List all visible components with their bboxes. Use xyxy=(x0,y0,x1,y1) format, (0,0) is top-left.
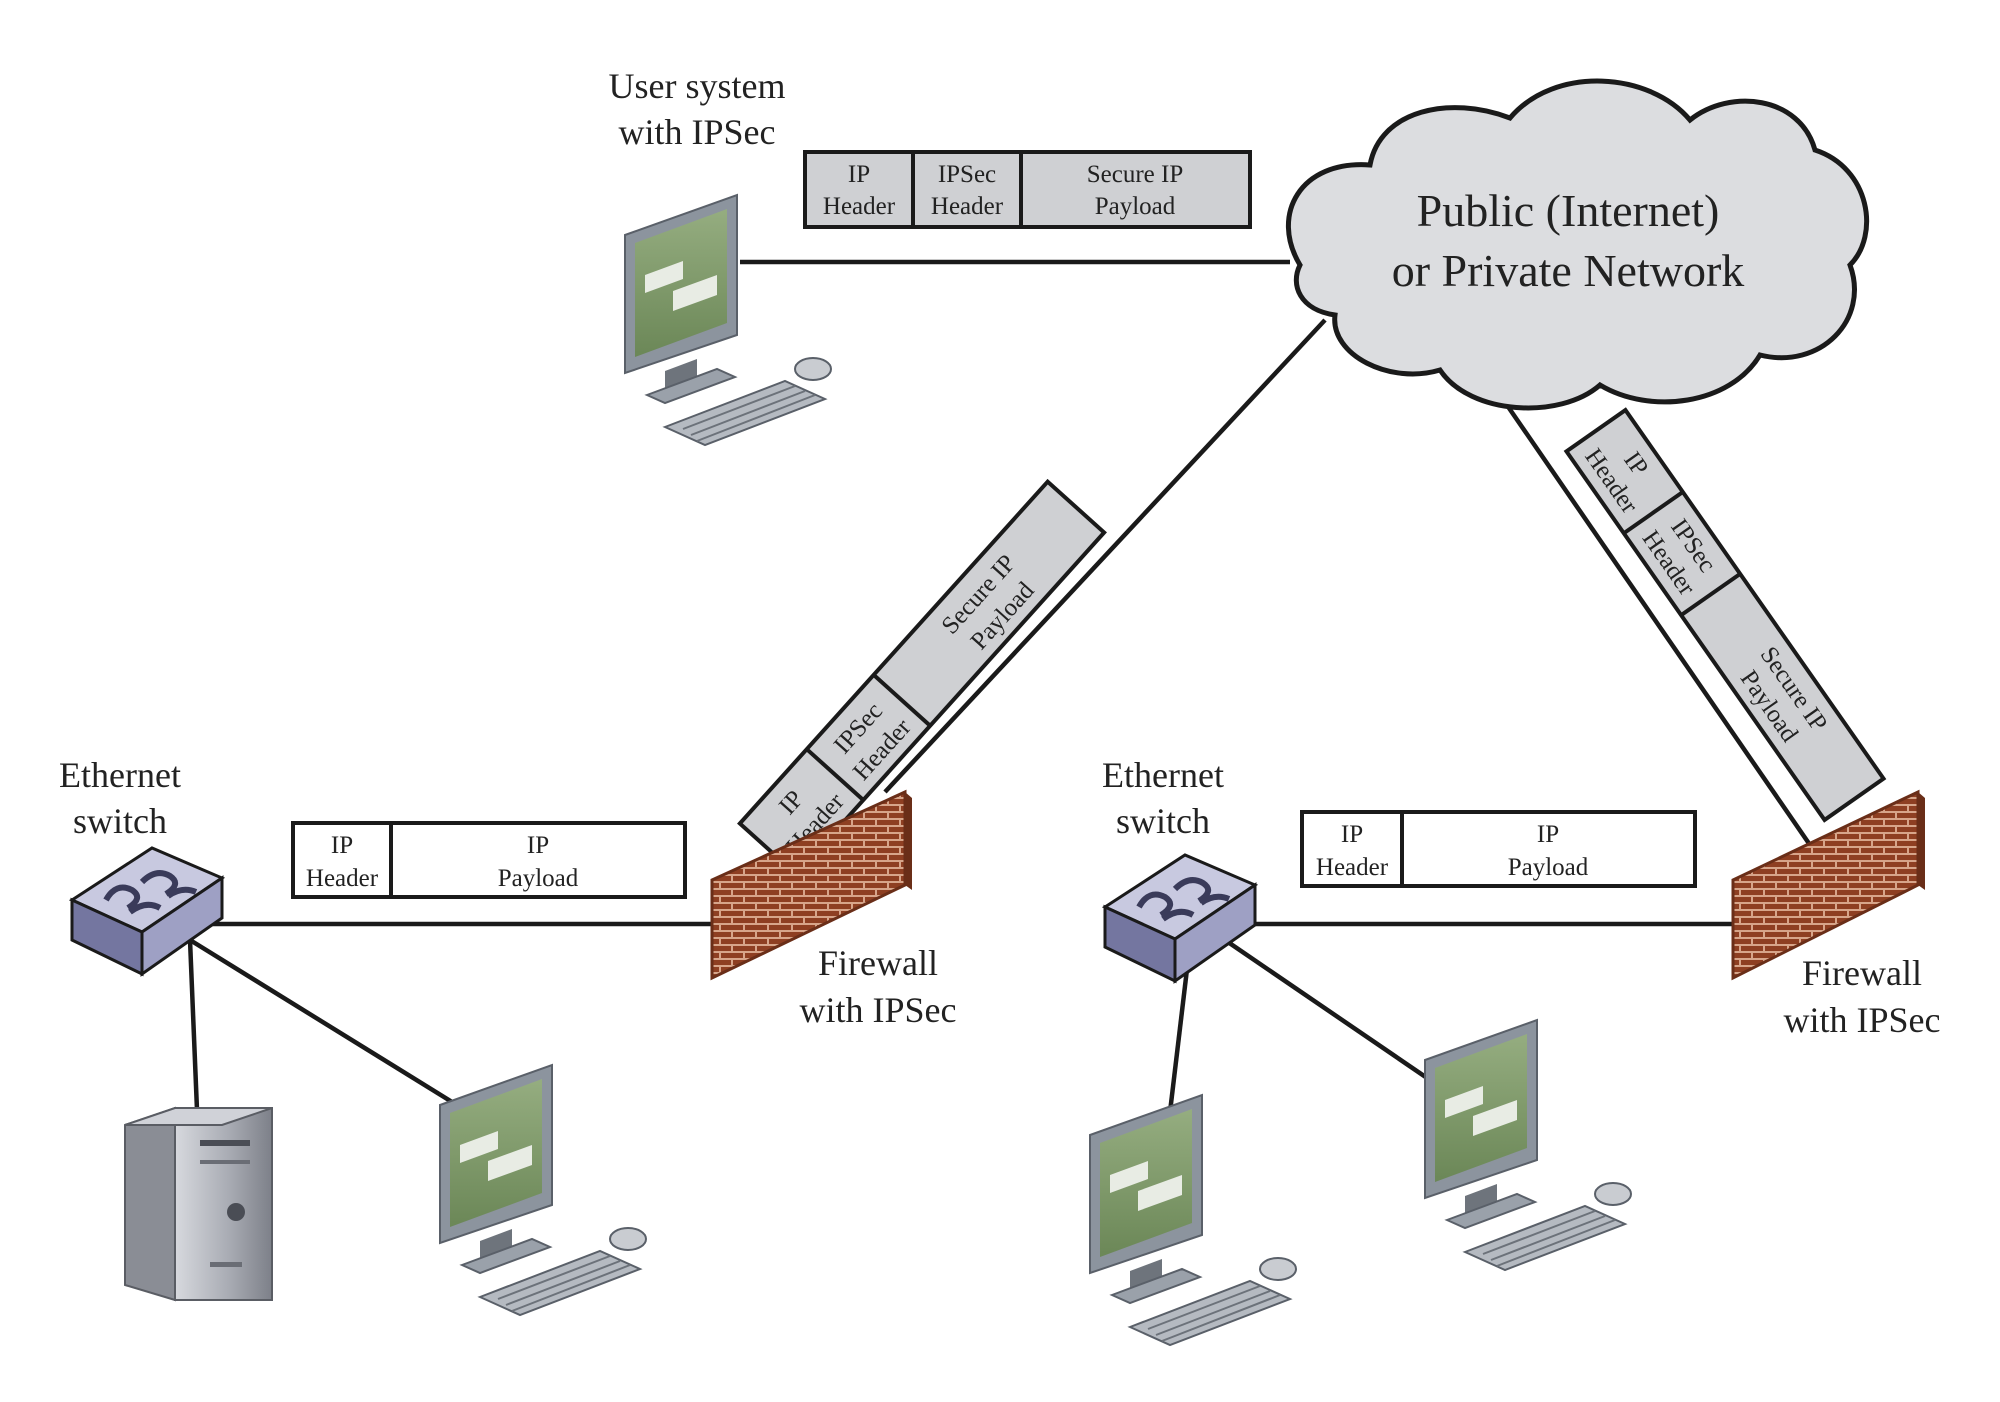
packet-ip-header-line2: Header xyxy=(823,193,896,220)
wire-right-switch-to-pc-right xyxy=(1223,938,1432,1082)
switch-left: Ethernet switch xyxy=(59,755,222,974)
switch-right-label-line1: Ethernet xyxy=(1102,755,1224,795)
wire-left-switch-to-tower xyxy=(187,939,200,1111)
packet-ipsec-header-line1: IPSec xyxy=(938,161,996,188)
packet-left-lan: IP Header IP Payload xyxy=(291,821,687,899)
right-lan-payload-line2: Payload xyxy=(1508,854,1589,881)
right-lan-payload-line1: IP xyxy=(1537,821,1559,848)
packet-cloud-to-right-firewall: IP Header IPSec Header Secure IP Payload xyxy=(1563,407,1887,823)
left-lan-ip-header-line2: Header xyxy=(306,865,379,892)
left-lan-ip-header-line1: IP xyxy=(331,832,353,859)
connection-lines xyxy=(187,259,1812,1113)
switch-left-label-line2: switch xyxy=(73,801,167,841)
firewall-right: Firewall with IPSec xyxy=(1731,789,1941,1040)
switch-left-icon xyxy=(72,848,222,974)
firewall-left-label-line2: with IPSec xyxy=(800,990,957,1030)
packet-secure-payload-line2: Payload xyxy=(1095,193,1176,220)
packet-right-lan: IP Header IP Payload xyxy=(1300,810,1697,888)
switch-right-icon xyxy=(1105,855,1255,981)
switch-left-label-line1: Ethernet xyxy=(59,755,181,795)
network-cloud: Public (Internet) or Private Network xyxy=(1286,78,1870,411)
wire-cloud-to-right-firewall xyxy=(1498,393,1812,847)
network-label-line1: Public (Internet) xyxy=(1417,185,1720,236)
server-tower-icon xyxy=(124,1106,273,1302)
right-lan-workstation-left-icon xyxy=(1089,1094,1297,1346)
right-lan-workstation-right-icon xyxy=(1424,1019,1632,1271)
user-workstation-icon xyxy=(624,194,832,446)
firewall-right-label-line1: Firewall xyxy=(1802,953,1922,993)
firewall-left-label-line1: Firewall xyxy=(818,943,938,983)
switch-right: Ethernet switch xyxy=(1102,755,1255,981)
wire-left-switch-to-pc xyxy=(188,938,467,1112)
left-lan-payload-line1: IP xyxy=(527,832,549,859)
firewall-left: Firewall with IPSec xyxy=(710,789,957,1030)
network-label-line2: or Private Network xyxy=(1392,245,1745,296)
left-lan-workstation-icon xyxy=(439,1064,647,1316)
packet-secure-payload-line1: Secure IP xyxy=(1087,161,1184,188)
firewall-right-label-line2: with IPSec xyxy=(1784,1000,1941,1040)
switch-right-label-line2: switch xyxy=(1116,801,1210,841)
packet-ipsec-header-line2: Header xyxy=(931,193,1004,220)
right-lan-ip-header-line2: Header xyxy=(1316,854,1389,881)
packet-user-to-cloud: IP Header IPSec Header Secure IP Payload xyxy=(803,150,1252,229)
packet-cloud-to-left-firewall: IP Header IPSec Header Secure IP Payload xyxy=(737,478,1107,878)
user-system-label-line1: User system xyxy=(609,66,786,106)
wire-cloud-to-left-firewall xyxy=(883,318,1327,794)
user-system: User system with IPSec xyxy=(609,66,832,446)
packet-ip-header-line1: IP xyxy=(848,161,870,188)
user-system-label-line2: with IPSec xyxy=(619,112,776,152)
left-lan-payload-line2: Payload xyxy=(498,865,579,892)
right-lan-ip-header-line1: IP xyxy=(1341,821,1363,848)
